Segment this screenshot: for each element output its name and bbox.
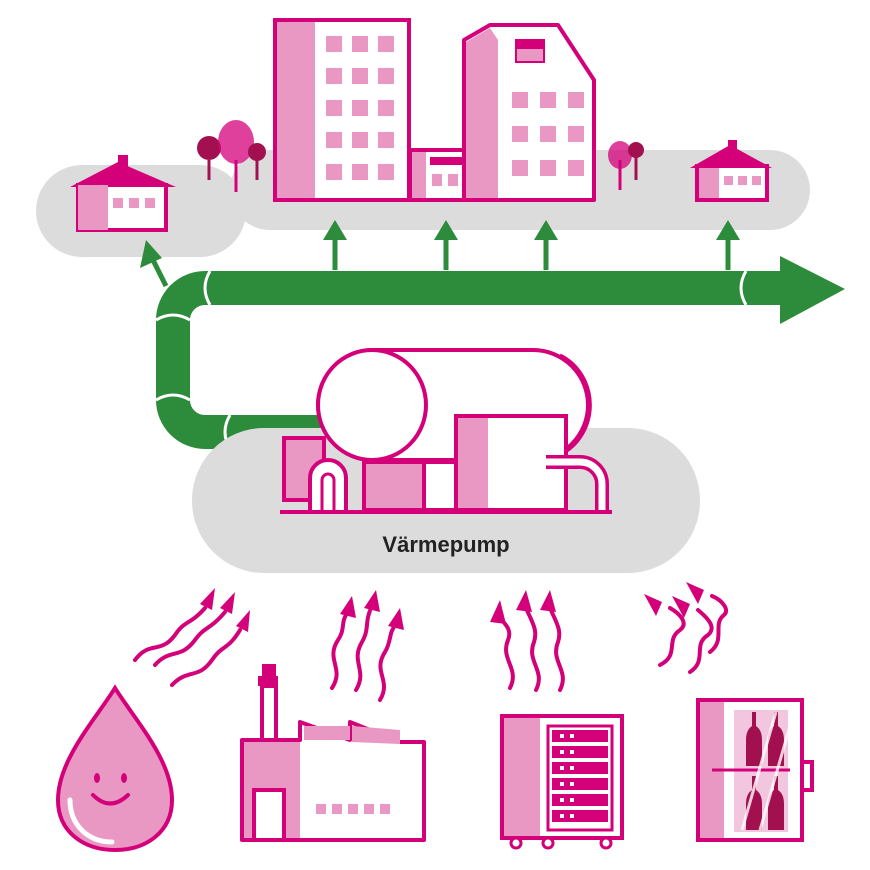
heat-wave-fridge-icon bbox=[644, 582, 729, 674]
heat-waves bbox=[133, 582, 729, 702]
trees-right-icon bbox=[608, 141, 644, 190]
apartment-building-left-icon bbox=[273, 18, 411, 202]
water-drop-icon bbox=[55, 684, 175, 853]
factory-icon bbox=[240, 664, 426, 842]
house-right-icon bbox=[690, 140, 772, 202]
trees-left-icon bbox=[197, 120, 266, 192]
server-rack-icon bbox=[500, 714, 624, 850]
house-left-icon bbox=[70, 155, 176, 232]
heat-wave-factory-icon bbox=[330, 590, 404, 702]
heat-pump-icon bbox=[280, 348, 612, 514]
refrigerator-icon bbox=[696, 698, 814, 842]
apartment-building-right-icon bbox=[462, 23, 596, 202]
district-heating-pipe bbox=[152, 256, 845, 453]
supply-arrows bbox=[140, 220, 740, 288]
heat-wave-drop-icon bbox=[133, 588, 250, 687]
heat-pump-label: Värmepump bbox=[382, 532, 509, 557]
heat-wave-server-icon bbox=[490, 590, 565, 692]
